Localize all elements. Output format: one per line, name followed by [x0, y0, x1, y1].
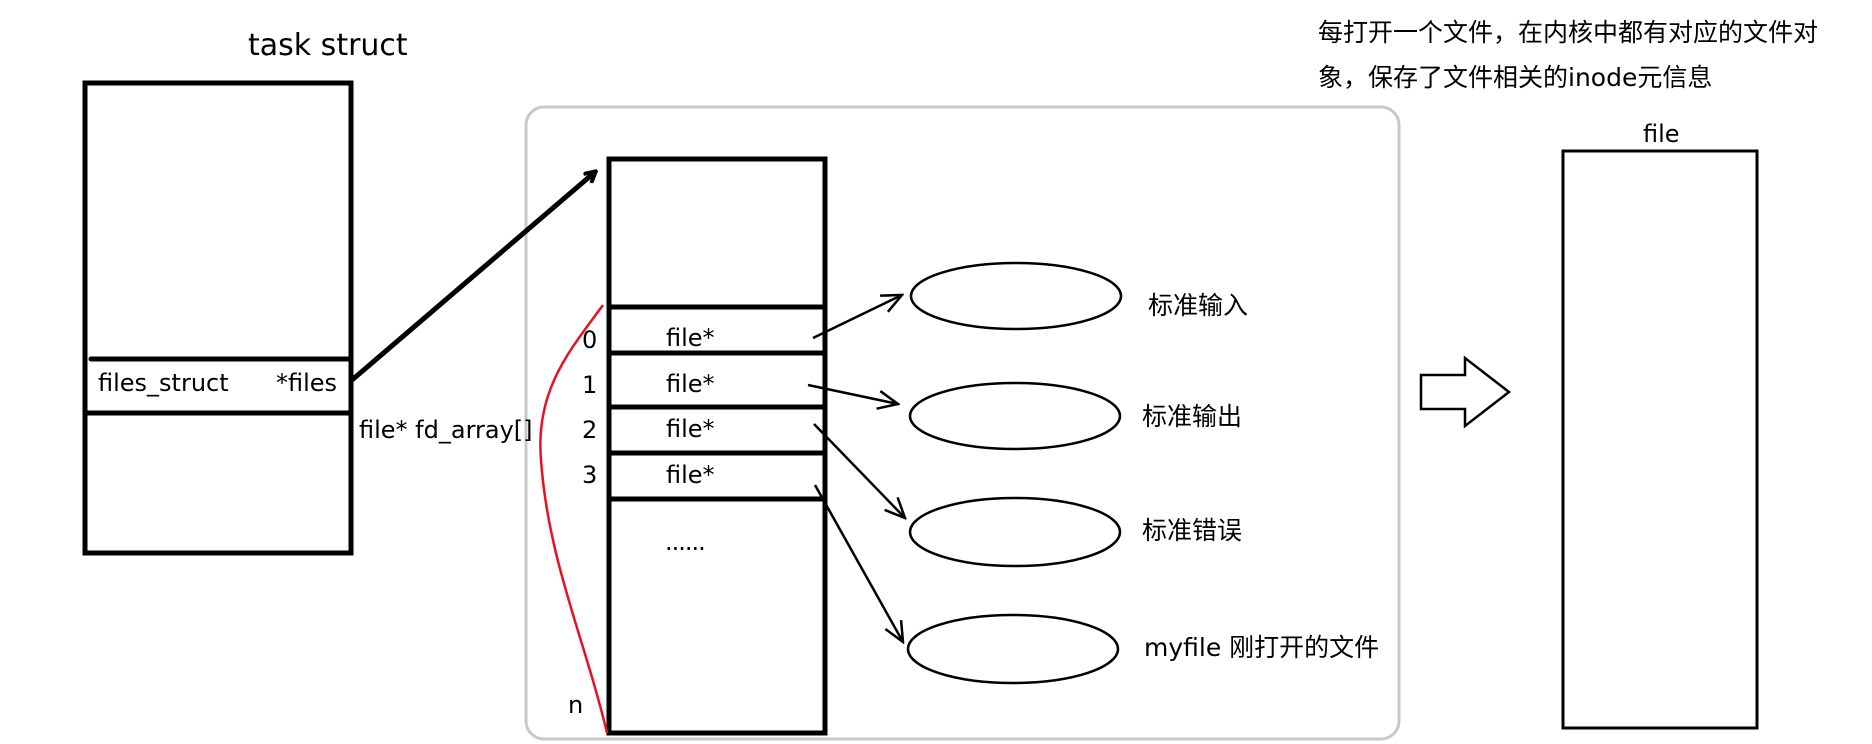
- files-pointer-arrow: [350, 172, 595, 382]
- fd-index-3: 3: [582, 461, 598, 489]
- arrow-fd1-to-stdout: [807, 383, 898, 404]
- fd-index-0: 0: [582, 326, 598, 354]
- fd-array-label: file* fd_array[]: [359, 416, 533, 444]
- fd-array-box: [606, 156, 828, 736]
- task-struct-title: task struct: [248, 28, 408, 63]
- open-file-label-myfile: myfile 刚打开的文件: [1144, 633, 1380, 662]
- files-pointer-label: *files: [276, 369, 338, 397]
- file-object-title: file: [1643, 120, 1680, 148]
- files-struct-type-label: files_struct: [98, 369, 229, 397]
- task-struct-box: [82, 80, 354, 556]
- arrow-fd2-to-stderr: [813, 423, 905, 518]
- open-file-label-stdin: 标准输入: [1148, 291, 1249, 320]
- open-file-label-stderr: 标准错误: [1142, 516, 1243, 545]
- arrow-fd3-to-myfile: [813, 484, 903, 642]
- fd-slot-value-0: file*: [666, 324, 715, 352]
- open-file-label-stdout: 标准输出: [1142, 402, 1243, 431]
- fd-index-2: 2: [582, 416, 598, 444]
- fd-slot-value-1: file*: [666, 370, 715, 398]
- fd-slot-ellipsis: ......: [665, 528, 706, 556]
- fd-index-1: 1: [582, 371, 598, 399]
- file-object-note: 每打开一个文件，在内核中都有对应的文件对象，保存了文件相关的inode元信息: [1318, 18, 1819, 92]
- fd-index-n: n: [568, 691, 584, 719]
- arrow-fd0-to-stdin: [812, 295, 902, 340]
- file-ellipse-stderr: [908, 496, 1122, 568]
- fd-slot-value-3: file*: [666, 461, 715, 489]
- fd-slot-value-2: file*: [666, 415, 715, 443]
- file-object-box: [1561, 149, 1759, 730]
- file-ellipse-stdin: [909, 261, 1123, 331]
- fd-range-curve: [539, 304, 609, 734]
- file-ellipse-myfile: [906, 613, 1120, 685]
- block-arrow-icon: [1419, 355, 1512, 429]
- files-struct-panel: [524, 105, 1401, 741]
- file-ellipse-stdout: [908, 381, 1122, 451]
